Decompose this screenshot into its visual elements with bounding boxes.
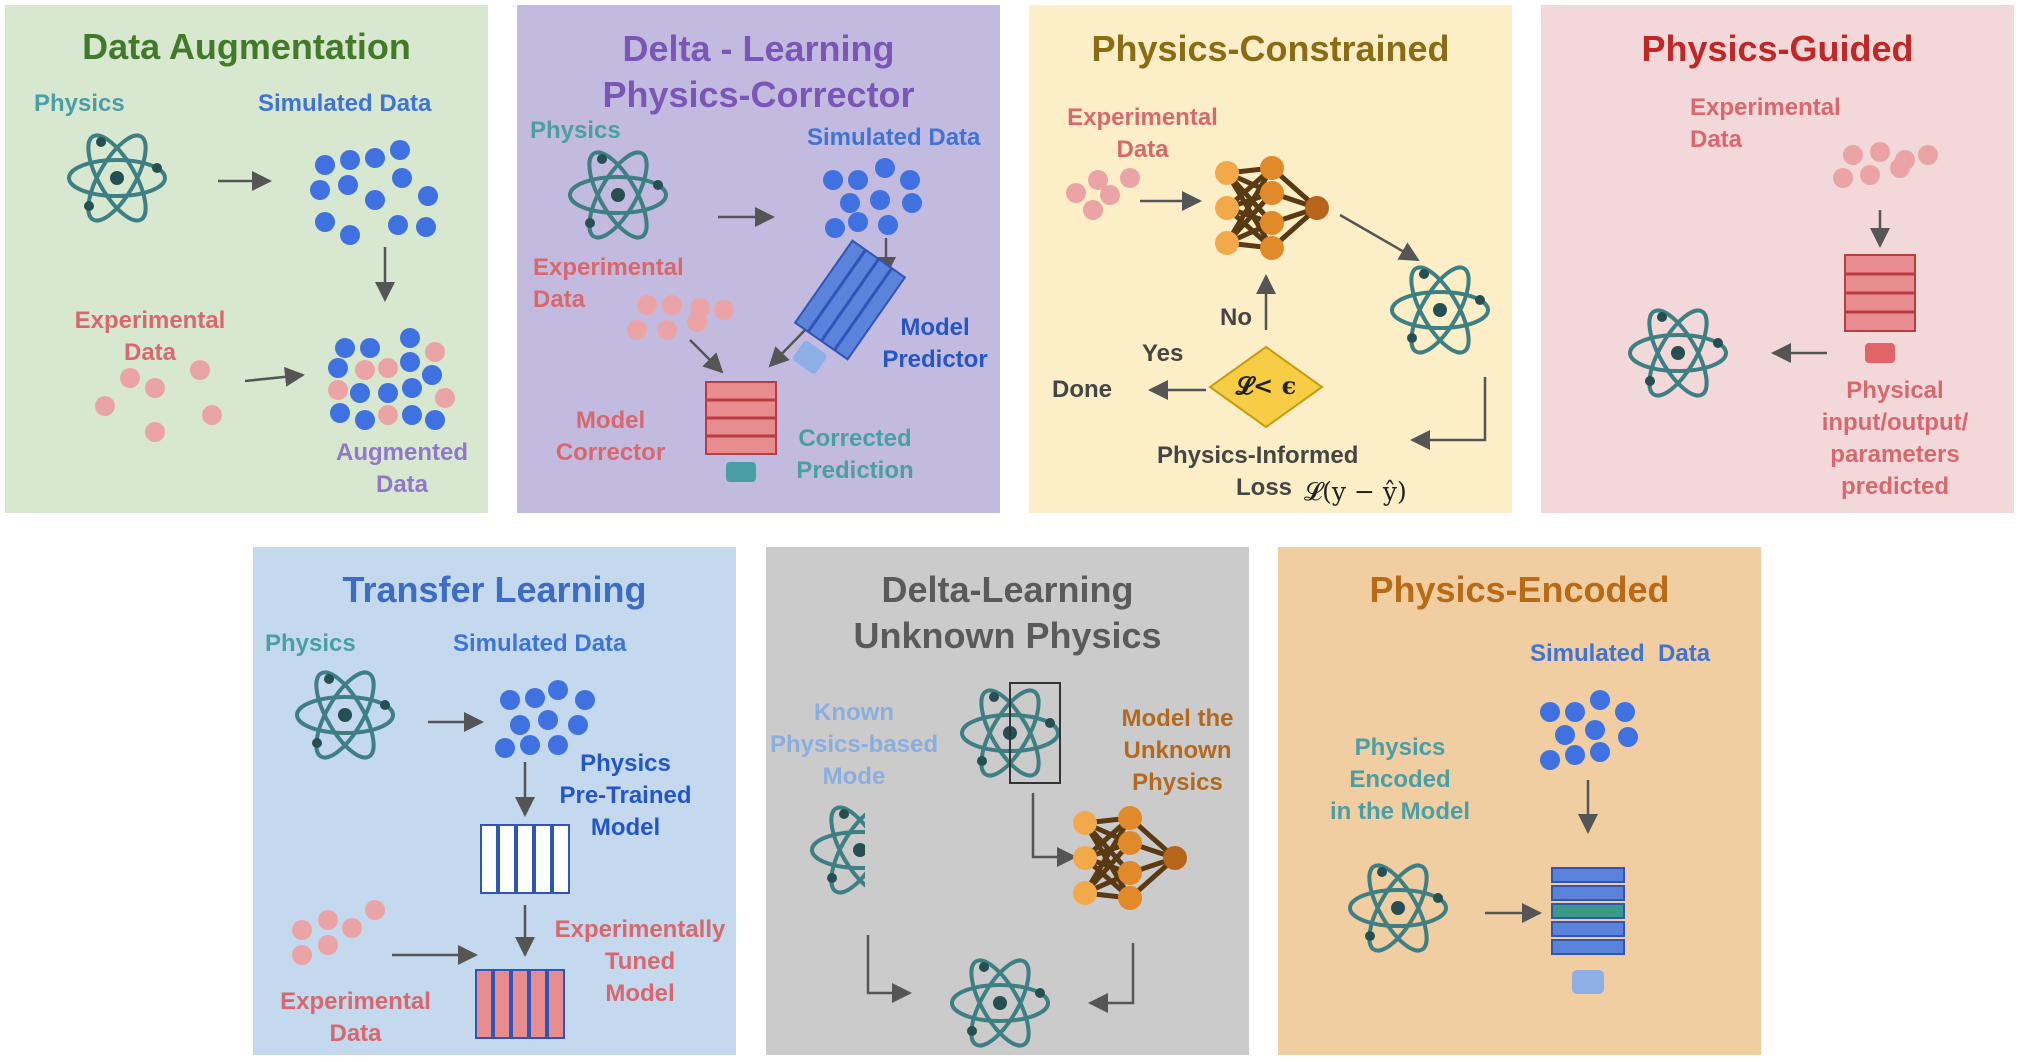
experimental-data-label: Experimental Data: [533, 254, 684, 313]
predicted-parameters-label: Physical input/output/ parameters predic…: [1821, 377, 1969, 500]
physics-encoded-label: Physics Encoded in the Model: [1330, 734, 1470, 825]
panel-physics-constrained: [1029, 5, 1512, 513]
done-label: Done: [1052, 376, 1112, 403]
panel-physics-guided: [1541, 5, 2014, 513]
simulated-data-label: Simulated Data: [1530, 640, 1711, 667]
known-physics-label: Known Physics-based Mode: [769, 699, 939, 790]
physics-informed-label: Physics-Informed: [1157, 442, 1359, 469]
physics-label: Physics: [34, 90, 125, 117]
no-label: No: [1220, 304, 1252, 331]
experimental-data-label: Experimental Data: [1067, 104, 1218, 163]
experimental-data-label: Experimental Data: [280, 988, 431, 1047]
loss-formula: 𝓛(y − ŷ): [1304, 477, 1407, 506]
panel-data-augmentation: [5, 5, 488, 513]
loss-condition-label: 𝓛< ϵ: [1235, 371, 1297, 400]
simulated-data-label: Simulated Data: [258, 90, 432, 117]
simulated-data-label: Simulated Data: [453, 630, 627, 657]
panel-title: Data Augmentation: [82, 26, 411, 67]
model-corrector-label: Model Corrector: [555, 407, 666, 466]
simulated-data-label: Simulated Data: [807, 124, 981, 151]
tuned-model-label: Experimentally Tuned Model: [554, 916, 726, 1007]
experimental-data-label: Experimental Data: [1690, 94, 1841, 153]
panel-title: Delta-Learning Unknown Physics: [853, 569, 1162, 656]
physics-label: Physics: [265, 630, 356, 657]
panel-title: Delta - Learning Physics-Corrector: [602, 28, 915, 115]
panel-physics-encoded: [1278, 547, 1761, 1055]
loss-label: Loss: [1236, 474, 1293, 501]
augmented-data-label: Augmented Data: [336, 439, 468, 498]
yes-label: Yes: [1142, 340, 1184, 367]
pretrained-model-label: Physics Pre-Trained Model: [559, 750, 692, 841]
panel-title: Physics-Guided: [1641, 28, 1914, 69]
unknown-physics-label: Model the Unknown Physics: [1121, 705, 1234, 796]
panel-title: Transfer Learning: [342, 569, 647, 610]
experimental-data-label: Experimental Data: [74, 307, 226, 366]
corrected-prediction-label: Corrected Prediction: [796, 425, 914, 484]
model-predictor-label: Model Predictor: [882, 314, 988, 373]
panel-title: Physics-Constrained: [1091, 28, 1450, 69]
physics-label: Physics: [530, 117, 621, 144]
panel-title: Physics-Encoded: [1369, 569, 1670, 610]
